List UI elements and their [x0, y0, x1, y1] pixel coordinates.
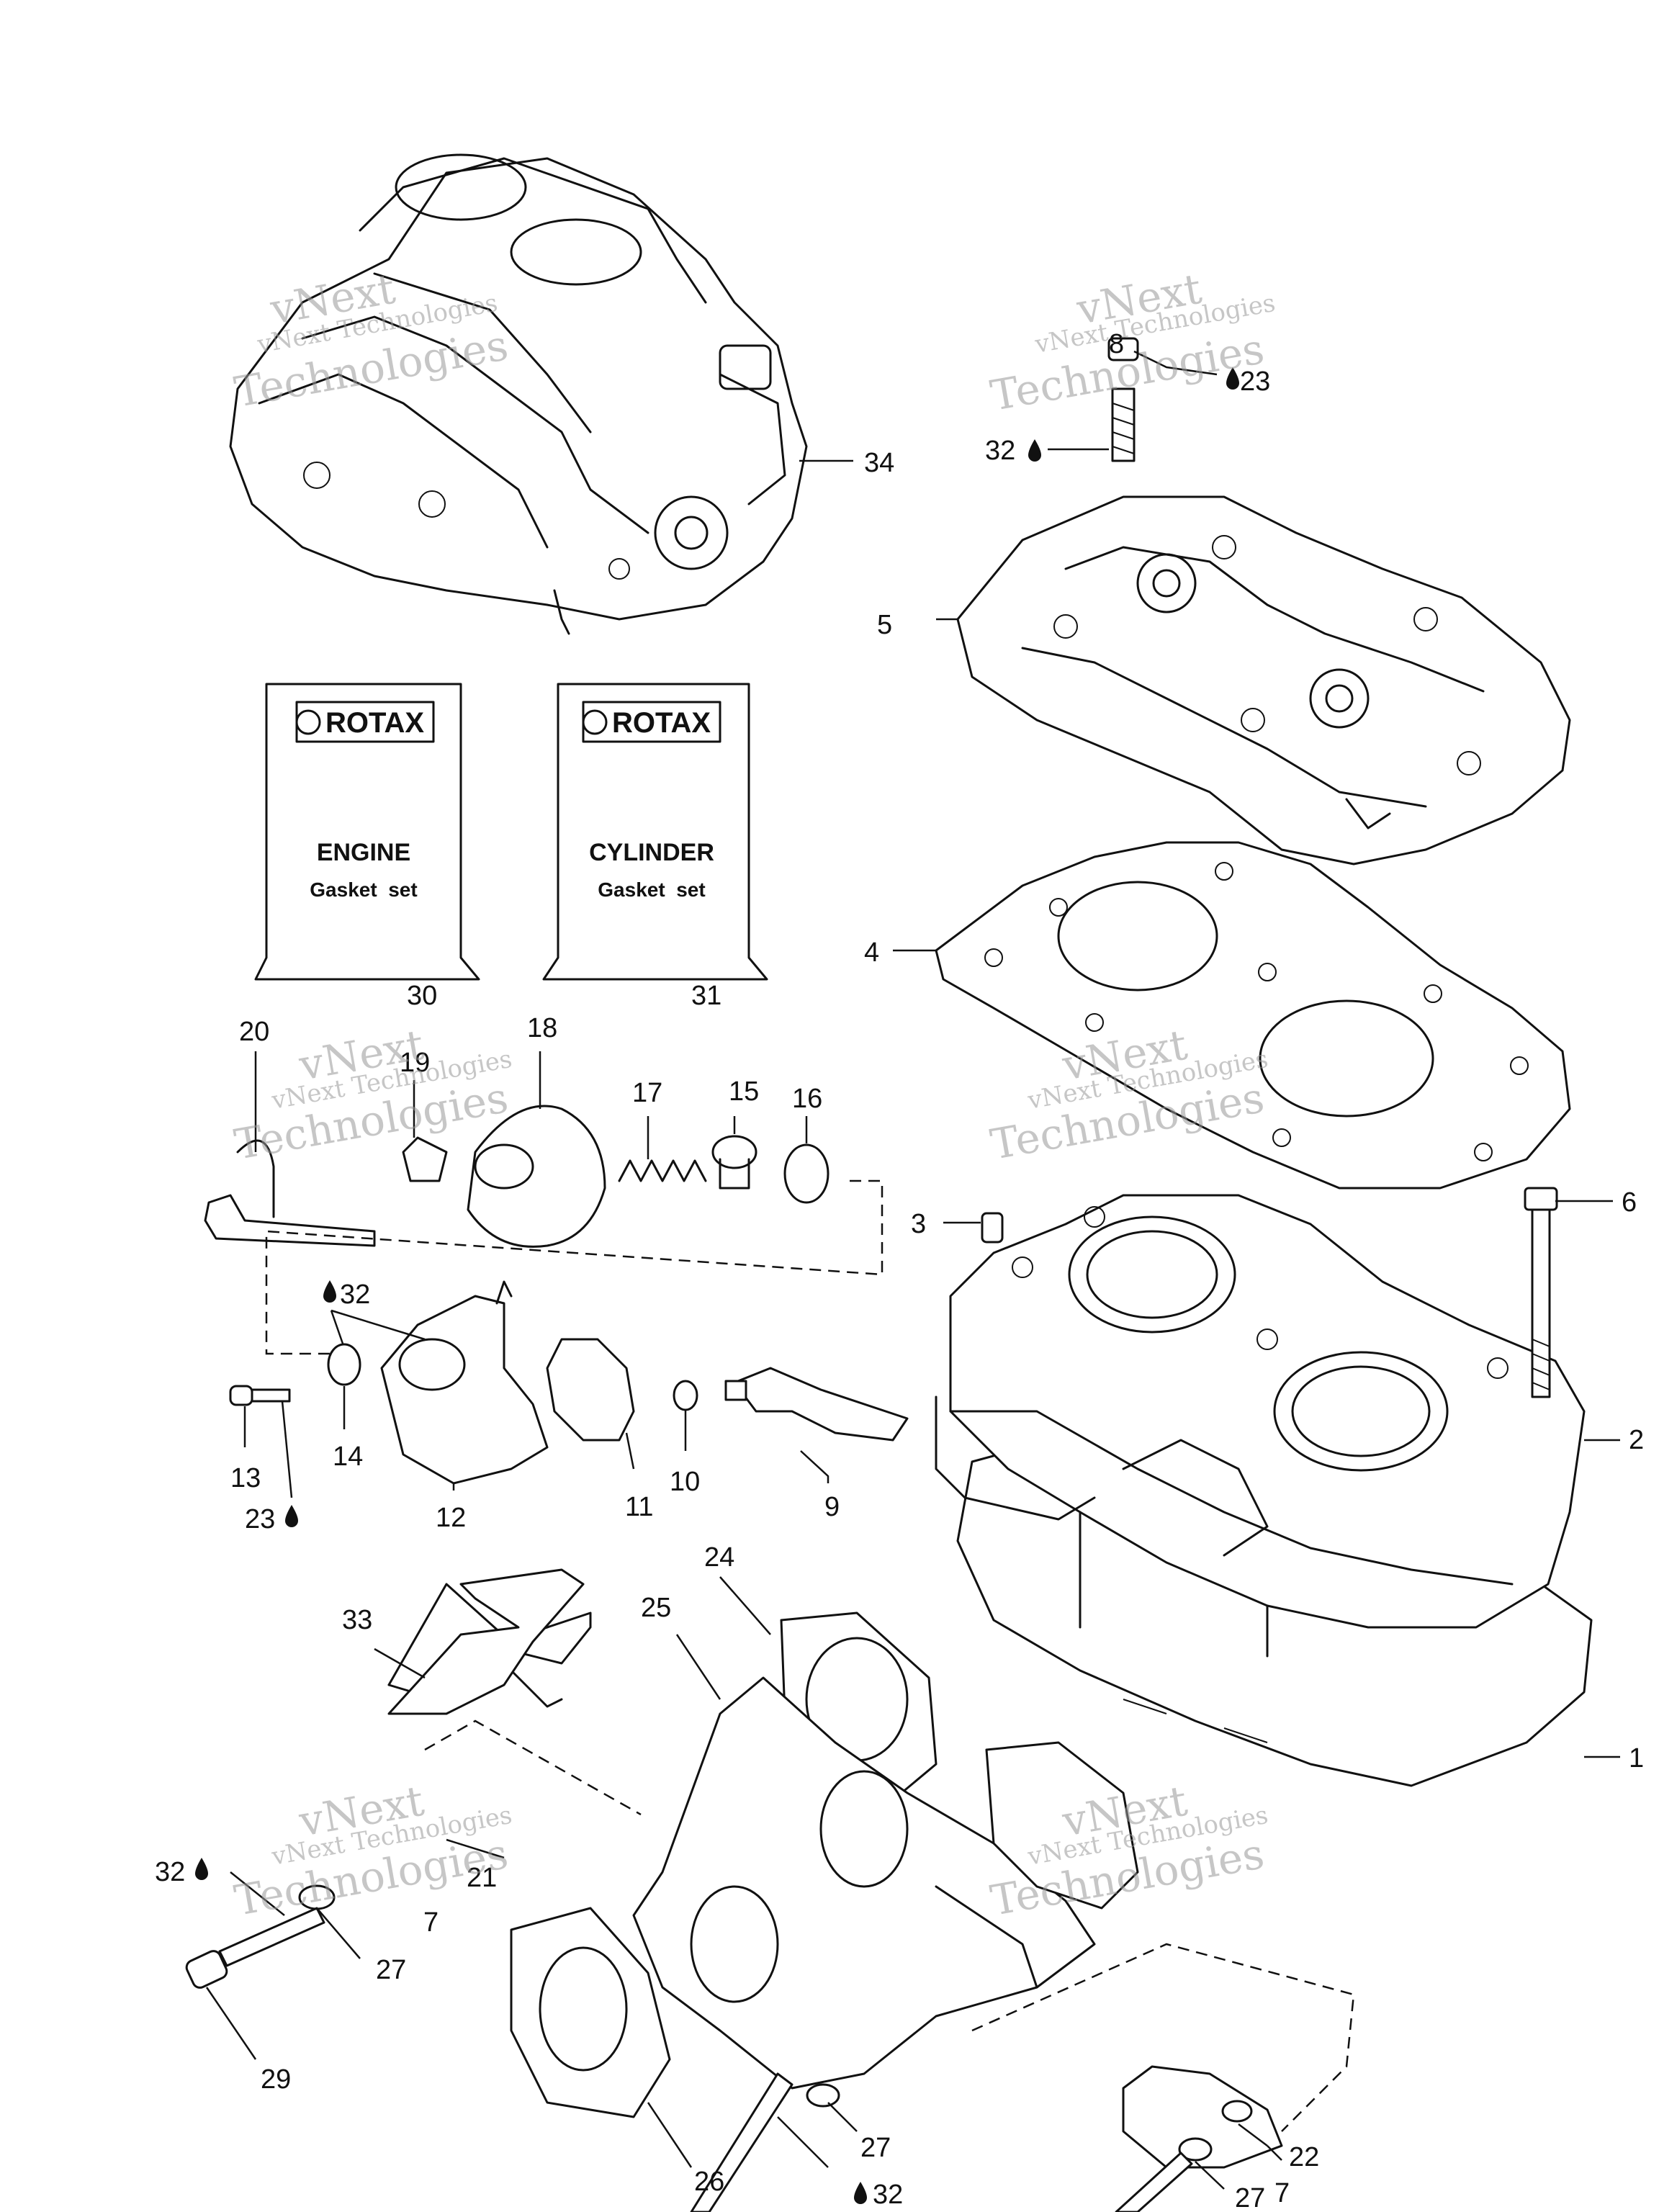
callout-12: 12 — [436, 1503, 466, 1533]
stud-32-drawing — [690, 2072, 793, 2212]
cylinder-head-drawing — [956, 495, 1571, 866]
manifold-outline-left — [424, 1719, 642, 1816]
exhaust-flange-gasket-drawing — [985, 1741, 1139, 1910]
callout-15: 15 — [729, 1076, 759, 1107]
shim-33-drawing — [387, 1568, 585, 1715]
callout-2: 2 — [1629, 1425, 1644, 1455]
callout-7-right: 7 — [1274, 2178, 1290, 2208]
thermostat-seal-drawing — [783, 1143, 830, 1204]
cylinder-gasket-title: CYLINDER — [589, 839, 714, 866]
washer-27c-drawing — [1178, 2137, 1213, 2162]
callout-22: 22 — [1289, 2142, 1319, 2172]
thermostat-drawing — [711, 1135, 757, 1190]
exhaust-manifold-drawing — [632, 1676, 1096, 2090]
callout-3: 3 — [911, 1209, 926, 1239]
callout-27-left: 27 — [376, 1955, 406, 1985]
callout-32-top: 32 — [985, 436, 1015, 466]
callout-32-mid: 32 — [340, 1280, 370, 1310]
washer-27b-drawing — [806, 2083, 840, 2108]
engine-assembly-drawing — [229, 153, 808, 635]
manifold-outline-right — [971, 1943, 1355, 2132]
exhaust-gasket-26-port — [539, 1946, 628, 2072]
callout-5: 5 — [877, 610, 892, 640]
drop-icon — [195, 1858, 208, 1880]
callout-32-bottom: 32 — [873, 2180, 903, 2210]
oil-seal-drawing — [327, 1343, 361, 1386]
callout-19: 19 — [400, 1048, 430, 1078]
drop-icon — [1028, 439, 1041, 462]
cylinder-gasket-subtitle: Gasket set — [598, 878, 705, 901]
rotax-logo-icon — [295, 709, 321, 735]
engine-gasket-subtitle: Gasket set — [310, 878, 417, 901]
head-gasket-drawing — [935, 841, 1571, 1190]
callout-27-mid: 27 — [860, 2133, 891, 2163]
cylinder-gasket-set: ROTAX CYLINDER Gasket set — [542, 683, 768, 981]
callout-26: 26 — [694, 2167, 724, 2197]
callout-34: 34 — [864, 448, 894, 478]
callout-25: 25 — [641, 1593, 671, 1623]
assembly-group-outline — [265, 1179, 884, 1355]
thermostat-spring-drawing — [618, 1159, 707, 1182]
callout-23-mid: 23 — [245, 1504, 275, 1534]
callout-20: 20 — [239, 1017, 269, 1047]
callout-9: 9 — [824, 1492, 840, 1522]
long-bolt-drawing — [1524, 1187, 1558, 1398]
callout-6: 6 — [1622, 1187, 1637, 1218]
engine-gasket-brand: ROTAX — [325, 707, 424, 739]
callout-8: 8 — [1109, 329, 1124, 359]
engine-gasket-title: ENGINE — [317, 839, 410, 866]
dowel-pin-drawing — [981, 1212, 1004, 1244]
callout-1: 1 — [1629, 1743, 1644, 1773]
drop-icon — [854, 2182, 867, 2204]
support-bracket-drawing — [1122, 2065, 1283, 2169]
callout-27-right: 27 — [1235, 2183, 1265, 2212]
washer-7b-drawing — [1221, 2100, 1253, 2123]
callout-24: 24 — [704, 1542, 734, 1573]
callout-23-top: 23 — [1240, 367, 1270, 397]
housing-gasket-drawing — [546, 1338, 635, 1442]
drop-icon — [1226, 367, 1239, 390]
callout-13: 13 — [230, 1463, 261, 1493]
small-bolt-drawing — [229, 1385, 291, 1406]
callout-10: 10 — [670, 1467, 700, 1497]
manifold-bolt-29-drawing — [185, 1907, 325, 1989]
sensor-bolt-drawing — [1107, 337, 1139, 462]
callout-4: 4 — [864, 938, 879, 968]
callout-16: 16 — [792, 1084, 822, 1114]
callout-29: 29 — [261, 2064, 291, 2095]
cylinder-gasket-brand: ROTAX — [612, 707, 711, 739]
thermostat-housing-cover-drawing — [402, 1105, 606, 1248]
leader-lines — [205, 350, 1620, 2190]
callout-32-left: 32 — [155, 1857, 185, 1887]
callout-14: 14 — [333, 1442, 363, 1472]
engine-gasket-set: ROTAX ENGINE Gasket set — [254, 683, 480, 981]
callout-labels: 34 5 4 3 6 2 1 32 23 8 30 31 20 19 18 17… — [155, 329, 1644, 2212]
callout-17: 17 — [632, 1078, 662, 1108]
callout-31: 31 — [691, 981, 721, 1011]
callout-18: 18 — [527, 1013, 557, 1043]
stud-bottom-drawing — [1115, 2152, 1193, 2212]
watermark-group: vNext Technologies vNext Technologies vN… — [231, 264, 1278, 1925]
callout-11: 11 — [625, 1492, 653, 1522]
drop-icon — [323, 1280, 336, 1303]
cylinder-block-drawing — [935, 1194, 1586, 1658]
thermostat-clip-drawing — [204, 1139, 376, 1247]
water-fitting-drawing — [724, 1367, 909, 1442]
o-ring-drawing — [673, 1380, 698, 1411]
callout-21: 21 — [467, 1863, 497, 1893]
thermostat-housing-drawing — [380, 1280, 549, 1485]
callout-7-left: 7 — [423, 1907, 439, 1938]
rotax-logo-icon — [582, 709, 608, 735]
callout-30: 30 — [407, 981, 437, 1011]
callout-33: 33 — [342, 1605, 372, 1635]
drop-icon — [285, 1505, 298, 1527]
exhaust-gasket-26-drawing — [510, 1907, 671, 2118]
adhesive-drop-icons — [195, 367, 1239, 2204]
